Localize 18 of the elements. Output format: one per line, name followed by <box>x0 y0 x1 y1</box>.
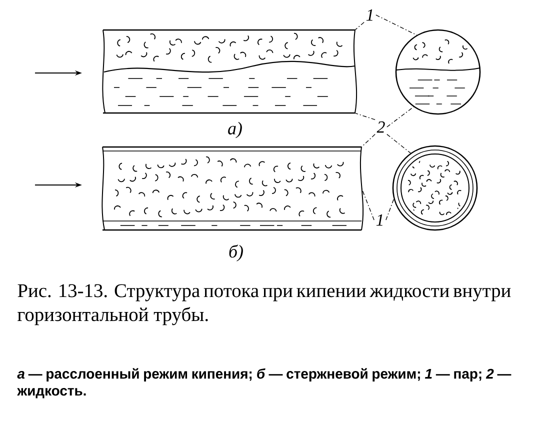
caption: Рис. 13-13. Структура потока при кипении жидкости внутри горизонтальной трубы. <box>18 284 511 326</box>
subfigure-label: а) <box>228 122 242 138</box>
cross-section-drawing <box>395 29 481 115</box>
legend-note: а — расслоенный режим кипения; б — стержневой режим; 1 — пар; 2 — жидкость. <box>17 368 512 398</box>
callout-number: 1 <box>364 8 376 22</box>
leader-line <box>386 134 411 154</box>
pipe-drawing <box>102 29 358 114</box>
callout-number: 2 <box>375 120 387 134</box>
pipe-drawing <box>102 146 364 231</box>
leader-line <box>386 198 394 220</box>
leader-line <box>354 22 364 30</box>
leader-line <box>386 106 414 128</box>
leader-line <box>361 188 374 220</box>
cross-section-drawing <box>392 145 478 231</box>
leader-line <box>376 14 418 36</box>
leader-line <box>354 112 376 120</box>
leader-line <box>361 134 376 148</box>
callout-number: 1 <box>374 212 386 228</box>
